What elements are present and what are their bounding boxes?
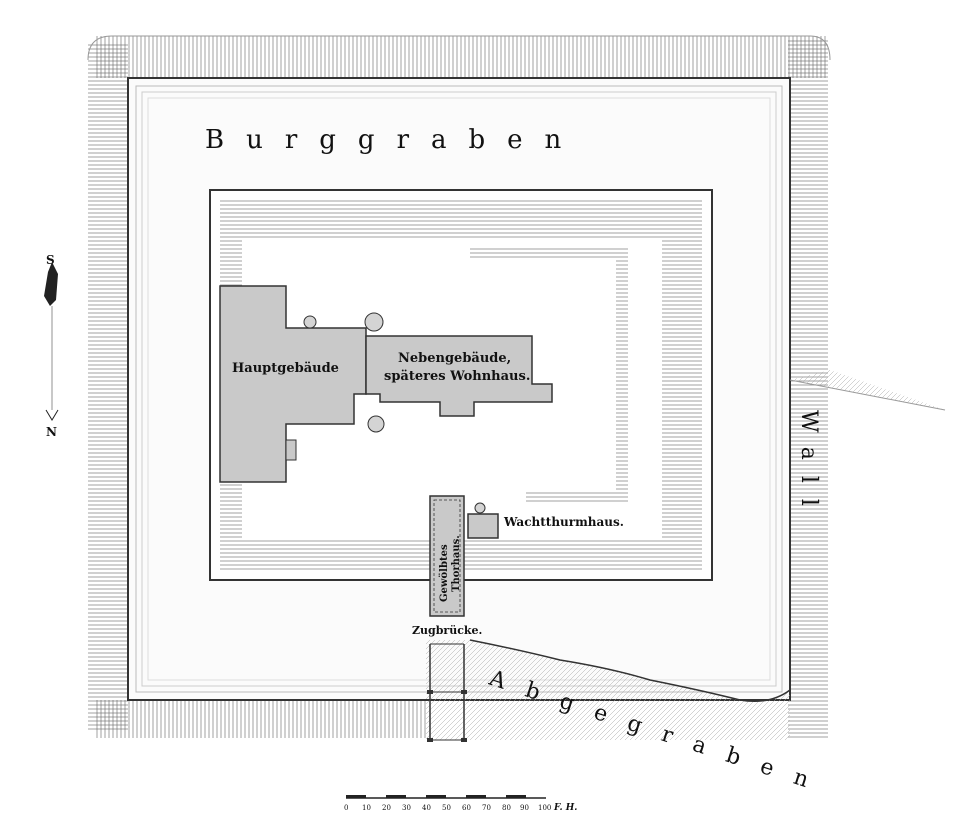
- scale-tick-10: 10: [362, 804, 371, 812]
- label-thorhaus-line2: Thorhaus.: [451, 535, 462, 592]
- label-thorhaus-line1: Gewölbtes: [439, 544, 450, 602]
- scale-tick-0: 0: [344, 804, 348, 812]
- north-arrow-top-label: S: [46, 253, 55, 267]
- label-zugbruecke: Zugbrücke.: [412, 624, 482, 637]
- north-arrow: S N: [44, 253, 59, 439]
- label-nebengebaeude-line2: späteres Wohnhaus.: [384, 369, 530, 384]
- scale-tick-90: 90: [520, 804, 529, 812]
- drawbridge: [427, 643, 467, 742]
- scale-tick-20: 20: [382, 804, 391, 812]
- label-wachtthurmhaus: Wachtthurmhaus.: [503, 515, 624, 529]
- main-building: [219, 285, 385, 483]
- watchtower-house: [467, 502, 499, 539]
- scale-tick-70: 70: [482, 804, 491, 812]
- outer-rampart: [87, 35, 831, 740]
- scale-bar: 0 10 20 30 40 50 60 70 80 90 100 F. H.: [344, 795, 577, 813]
- scale-tick-50: 50: [442, 804, 451, 812]
- label-burggraben: Burggraben: [205, 125, 583, 155]
- label-nebengebaeude-line1: Nebengebäude,: [398, 351, 511, 366]
- scale-tick-60: 60: [462, 804, 471, 812]
- north-arrow-bottom-label: N: [46, 425, 57, 439]
- scale-tick-80: 80: [502, 804, 511, 812]
- scale-tick-30: 30: [402, 804, 411, 812]
- gate-house: [429, 495, 465, 617]
- excavated-area: [426, 370, 946, 740]
- secondary-building: [365, 335, 553, 417]
- scale-unit: F. H.: [553, 803, 577, 813]
- scale-tick-40: 40: [422, 804, 431, 812]
- label-hauptgebaeude: Hauptgebäude: [232, 361, 339, 376]
- scale-tick-100: 100: [538, 804, 551, 812]
- label-wall: Wall: [796, 410, 821, 522]
